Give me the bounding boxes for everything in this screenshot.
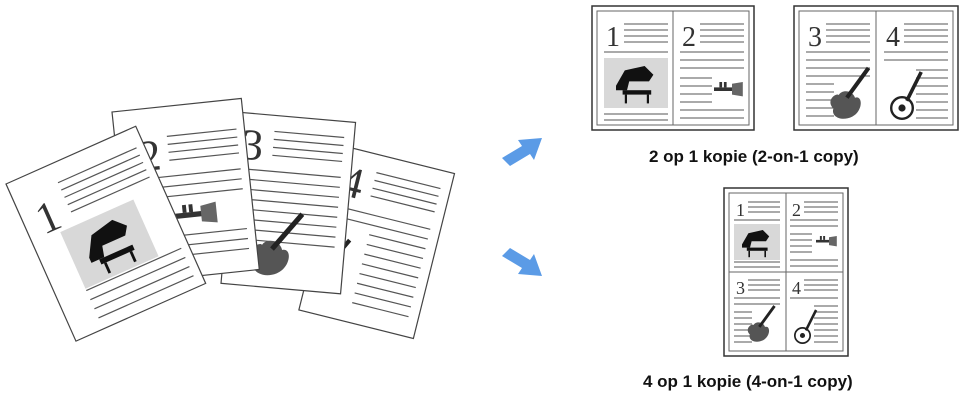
- caption-4on1: 4 op 1 kopie (4-on-1 copy): [643, 372, 853, 392]
- cell-number: 4: [886, 22, 900, 53]
- cell-number: 3: [808, 22, 822, 53]
- cell-number: 4: [792, 278, 801, 298]
- result-2on1-sheet-2: 3 4: [794, 6, 958, 130]
- source-pages: 4 3: [6, 98, 454, 341]
- caption-2on1: 2 op 1 kopie (2-on-1 copy): [649, 147, 859, 167]
- cell-number: 1: [736, 200, 745, 220]
- result-4on1-sheet: 1 2 3 4: [724, 188, 848, 356]
- cell-number: 2: [682, 22, 696, 53]
- arrow-down-right-icon: [502, 248, 542, 276]
- cell-number: 2: [792, 200, 801, 220]
- result-2on1-sheet-1: 1 2: [592, 6, 754, 130]
- cell-number: 1: [606, 22, 620, 53]
- cell-number: 3: [736, 278, 745, 298]
- arrow-up-right-icon: [502, 138, 542, 166]
